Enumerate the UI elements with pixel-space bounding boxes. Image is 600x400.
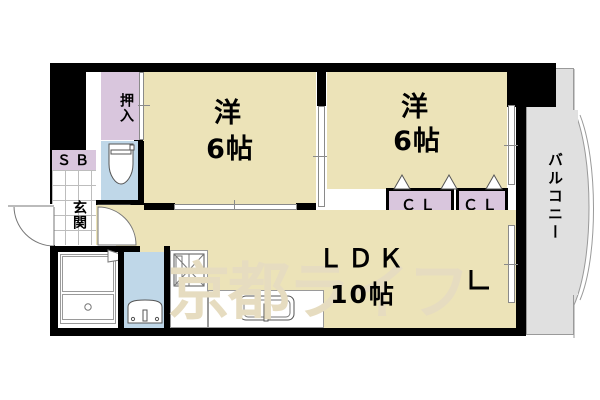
room-washitsu-left	[141, 72, 316, 206]
wall-room-divider-top	[317, 63, 326, 106]
wall-left-lower	[50, 246, 58, 335]
ldk-window-mark	[504, 264, 518, 265]
closet-1-label: ＣＬ	[400, 196, 439, 214]
closet-door-marks	[393, 173, 503, 190]
toilet-icon	[108, 143, 135, 185]
genkan-area	[52, 170, 96, 245]
kitchen-sink-icon	[239, 295, 295, 322]
vanity-counter	[62, 256, 114, 292]
room-washitsu-right	[327, 72, 507, 189]
ldk-corner-mark	[469, 270, 489, 290]
wall-bath-right	[164, 246, 170, 328]
oshiire-closet	[101, 72, 141, 140]
wall-top-right-block	[506, 63, 556, 107]
wall-bottom	[50, 327, 526, 336]
balcony-fill-inner	[560, 110, 578, 295]
sliding-door-left-room[interactable]	[174, 204, 297, 210]
wall-right-interior	[516, 63, 526, 335]
oshiire-door-mark	[138, 105, 150, 106]
closet-2-label: ＣＬ	[462, 196, 501, 214]
balcony-label: バルコニー	[546, 152, 564, 242]
wall-bath-left	[118, 246, 124, 328]
bathtub-icon	[127, 299, 163, 324]
room-right-label-line1: 洋	[401, 92, 429, 123]
shoe-box-label: ＳＢ	[57, 153, 93, 169]
window-right-room-mark	[504, 145, 518, 146]
wall-room-left-bottom	[141, 203, 175, 210]
room-right-label-line2: 6帖	[393, 126, 441, 157]
room-left-label-line2: 6帖	[206, 134, 254, 165]
ldk-label-line2: 10帖	[330, 280, 396, 309]
wall-left-upper	[50, 63, 86, 153]
sliding-door-left-room-mark	[234, 200, 235, 212]
sliding-door-divider-mark	[313, 156, 327, 157]
oshiire-door[interactable]	[139, 72, 144, 140]
hallway-door-icon[interactable]	[96, 205, 152, 247]
stove-icon	[173, 253, 205, 287]
room-left-label-line1: 洋	[214, 98, 242, 129]
wall-washroom-top	[50, 246, 140, 252]
washer-knob-icon	[84, 303, 92, 311]
entry-door-icon[interactable]	[8, 204, 56, 250]
shoe-box	[52, 150, 96, 170]
genkan-label: 玄関	[71, 200, 87, 230]
oshiire-label: 押入	[118, 93, 134, 123]
ldk-label-line1: ＬＤＫ	[317, 244, 408, 273]
wall-toilet-bottom	[96, 200, 144, 205]
wall-room-left-bottom2	[296, 203, 316, 210]
wall-toilet-right	[138, 141, 144, 203]
wall-top	[50, 63, 522, 72]
